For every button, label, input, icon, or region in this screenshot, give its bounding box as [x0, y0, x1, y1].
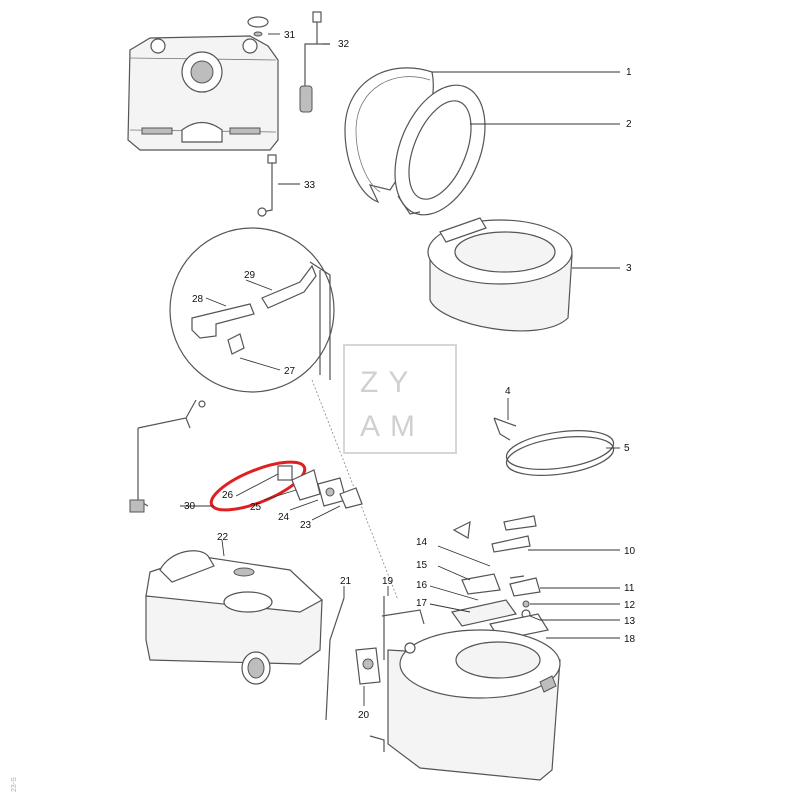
callout-26: 26 [222, 490, 234, 501]
detail-circle [169, 227, 399, 601]
callout-20: 20 [358, 710, 370, 721]
callout-10: 10 [624, 546, 636, 557]
part-12 [522, 600, 530, 608]
callout-23: 23 [300, 520, 312, 531]
callout-3: 3 [626, 263, 632, 274]
hose-assembly [493, 417, 615, 476]
rod-parts [325, 596, 425, 721]
switch-26 [277, 465, 293, 481]
part-10 [491, 535, 531, 553]
callout-30: 30 [184, 501, 196, 512]
callouts: 1 2 3 4 5 10 11 12 13 18 14 15 16 17 19 … [184, 30, 636, 721]
cassette-22 [145, 550, 324, 685]
seat-rings [344, 67, 486, 216]
hose-5 [505, 430, 615, 470]
callout-15: 15 [416, 560, 428, 571]
leader-lines [180, 33, 620, 706]
callout-22: 22 [217, 532, 229, 543]
callout-19: 19 [382, 576, 394, 587]
watermark-top: ZY [360, 366, 418, 399]
watermark-frame [343, 344, 457, 454]
water-tank [127, 35, 279, 151]
callout-29: 29 [244, 270, 256, 281]
callout-32: 32 [338, 39, 350, 50]
float-sensor-32 [299, 85, 313, 113]
callout-21: 21 [340, 576, 352, 587]
connector-4 [493, 417, 517, 427]
water-tank-assembly [127, 11, 330, 217]
hose-29 [261, 264, 317, 309]
callout-2: 2 [626, 119, 632, 130]
bracket-28 [191, 303, 255, 339]
bowl-base [369, 629, 561, 781]
connector-30 [129, 499, 145, 513]
callout-13: 13 [624, 616, 636, 627]
part-11 [509, 577, 541, 597]
part-15 [461, 573, 501, 595]
callout-28: 28 [192, 294, 204, 305]
callout-16: 16 [416, 580, 428, 591]
housing-25 [291, 469, 321, 501]
switch-parts [209, 460, 363, 512]
rod-21 [325, 597, 345, 721]
watermark-bottom: AM [360, 410, 425, 443]
callout-31: 31 [284, 30, 296, 41]
callout-12: 12 [624, 600, 636, 611]
part-14a [452, 520, 471, 539]
callout-11: 11 [624, 583, 635, 594]
part-17 [450, 599, 518, 627]
highlight-ring-26 [209, 460, 307, 512]
callout-14: 14 [416, 537, 428, 548]
callout-1: 1 [626, 67, 632, 78]
clip-27 [227, 333, 245, 355]
bowl-3 [427, 217, 573, 332]
callout-4: 4 [505, 386, 511, 397]
callout-27: 27 [284, 366, 296, 377]
plate-23 [339, 487, 363, 509]
callout-5: 5 [624, 443, 630, 454]
callout-18: 18 [624, 634, 636, 645]
cap-31 [247, 16, 269, 28]
callout-24: 24 [278, 512, 290, 523]
watermark: ZY AM [343, 344, 457, 454]
callout-25: 25 [250, 502, 262, 513]
wiring-harness-30 [129, 399, 206, 513]
part-10a [503, 515, 537, 531]
callout-17: 17 [416, 598, 428, 609]
callout-33: 33 [304, 180, 316, 191]
corner-code: 23-S [11, 777, 18, 792]
